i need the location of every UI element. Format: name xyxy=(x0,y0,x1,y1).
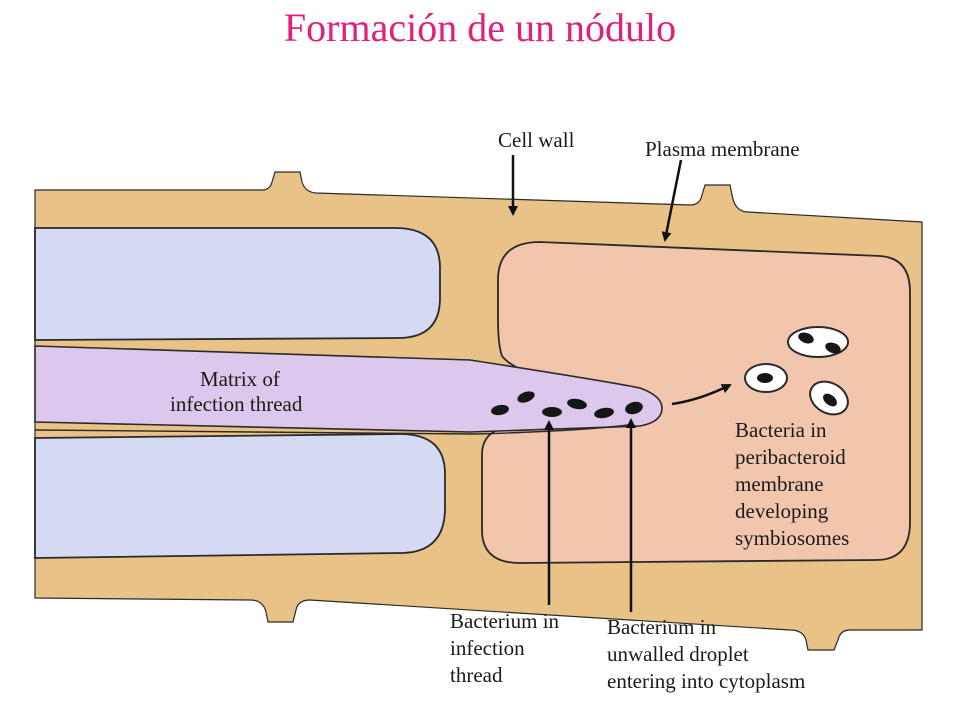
bacteria-peribacteroid-line: Bacteria in xyxy=(735,418,827,442)
bacterium-droplet-line: entering into cytoplasm xyxy=(607,669,805,693)
lower-vacuole xyxy=(34,433,446,559)
plasma-membrane-label: Plasma membrane xyxy=(645,137,800,161)
bacterium-infection-line: infection xyxy=(450,636,525,660)
bacterium-droplet-line: unwalled droplet xyxy=(607,642,749,666)
matrix-label: Matrix of infection thread xyxy=(170,367,303,416)
page-title: Formación de un nódulo xyxy=(283,5,677,50)
infection-thread-wall xyxy=(34,424,629,435)
matrix-label-line: infection thread xyxy=(170,392,303,416)
bacterium-droplet-label: Bacterium in unwalled droplet entering i… xyxy=(607,615,805,693)
bacterium xyxy=(625,401,643,415)
pointer-arrows xyxy=(508,155,732,612)
symbiosome xyxy=(809,380,849,416)
plasma-membrane-arrow xyxy=(661,159,683,242)
bacteria-peribacteroid-line: symbiosomes xyxy=(735,526,849,550)
symbiosomes xyxy=(744,326,849,416)
bacterium xyxy=(542,407,562,417)
bacterium-infection-line: thread xyxy=(450,663,503,687)
bacteria-peribacteroid-line: membrane xyxy=(735,472,824,496)
bacteria-peribacteroid-line: developing xyxy=(735,499,829,523)
symbiosome xyxy=(744,363,788,393)
upper-vacuole xyxy=(34,227,441,341)
bacterium-infection-line: Bacterium in xyxy=(450,609,560,633)
release-arrow xyxy=(671,383,732,406)
cell-wall-label: Cell wall xyxy=(498,128,575,152)
bacterium xyxy=(491,404,509,416)
matrix-label-line: Matrix of xyxy=(200,367,280,391)
thread-bacteria xyxy=(491,391,643,419)
symbiosome xyxy=(787,326,849,358)
bacterium-droplet-line: Bacterium in xyxy=(607,615,717,639)
bacterium xyxy=(594,407,614,419)
bacterium-infection-label: Bacterium in infection thread xyxy=(450,609,564,687)
bacteria-peribacteroid-line: peribacteroid xyxy=(735,445,846,469)
bacterium xyxy=(567,398,587,410)
bacterium xyxy=(517,391,535,403)
bacteria-peribacteroid-label: Bacteria in peribacteroid membrane devel… xyxy=(735,418,851,550)
